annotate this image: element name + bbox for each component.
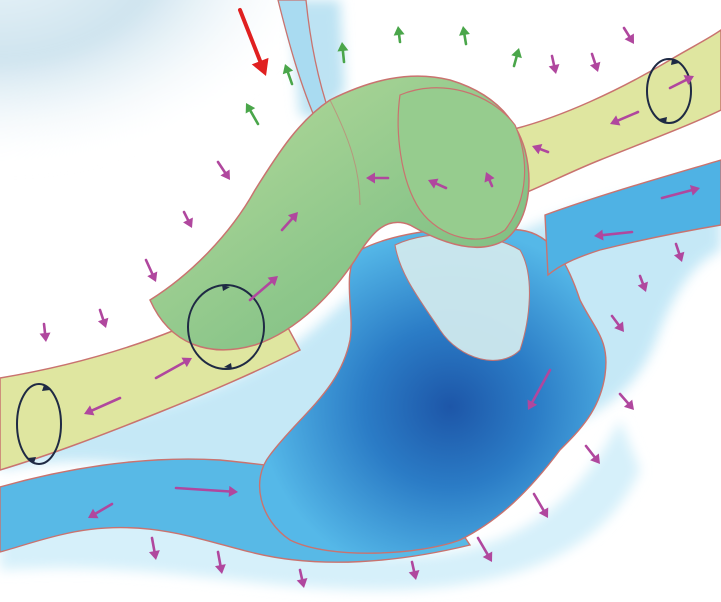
flow-diagram bbox=[0, 0, 721, 602]
diagram-canvas bbox=[0, 0, 721, 602]
